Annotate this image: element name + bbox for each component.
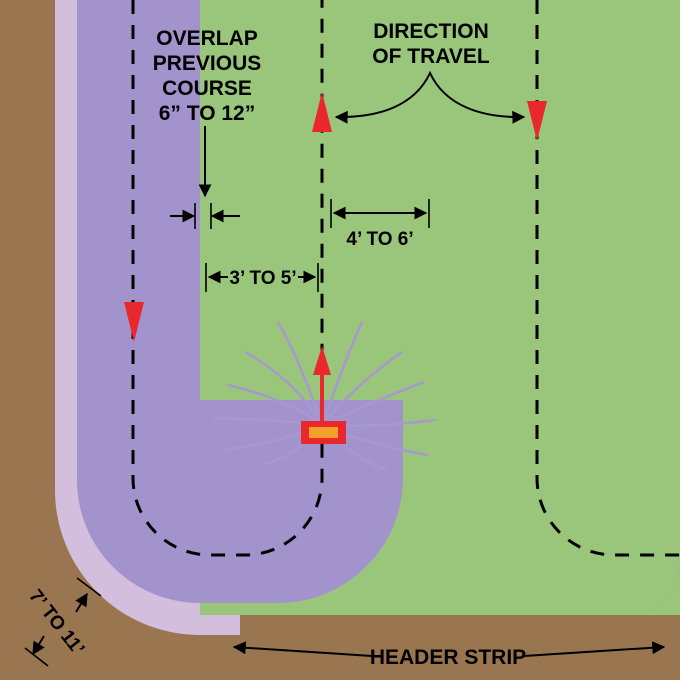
direction-label-line-2: OF TRAVEL [372,45,490,68]
pass-spacing-label: 4’ TO 6’ [346,229,413,250]
direction-label-line-1: DIRECTION [373,20,489,43]
overlap-label-line-2: PREVIOUS [153,52,262,75]
header-tick-inner [76,577,102,597]
header-width-arrow-up [75,592,88,613]
overlap-label-line-3: COURSE [162,77,252,100]
travel-line-right [535,0,680,557]
direction-down-icon [124,302,144,342]
header-strip-arrow-left [232,641,373,657]
header-strip-label: HEADER STRIP [370,646,526,669]
spreader-icon [301,346,346,444]
turn-offset-label: 3’ TO 5’ [229,268,296,289]
header-tick-outer [24,647,49,667]
header-strip-arrow-right [523,641,666,657]
overlap-label-line-1: OVERLAP [156,27,258,50]
direction-bracket [334,70,526,124]
overlap-label-line-4: 6” TO 12” [159,102,256,125]
travel-line-left [131,0,324,557]
direction-up-icon [312,92,332,132]
direction-down-icon-right [527,101,547,141]
header-width-arrow-down [32,635,45,656]
